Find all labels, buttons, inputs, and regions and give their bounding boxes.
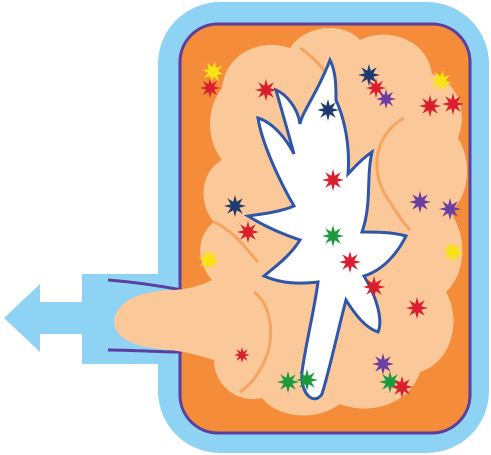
burst-particle-3 bbox=[255, 79, 277, 101]
burst-particle-9 bbox=[419, 95, 441, 117]
burst-particle-18 bbox=[339, 251, 361, 273]
burst-particle-22 bbox=[234, 347, 250, 363]
burst-particle-10 bbox=[442, 93, 464, 115]
burst-particle-23 bbox=[277, 371, 299, 393]
burst-particle-21 bbox=[406, 297, 428, 319]
burst-particle-16 bbox=[439, 198, 461, 220]
burst-particle-27 bbox=[391, 376, 413, 398]
burst-particle-14 bbox=[322, 225, 344, 247]
burst-particle-12 bbox=[224, 195, 246, 217]
burst-particle-2 bbox=[200, 78, 220, 98]
burst-particle-7 bbox=[317, 99, 339, 121]
burst-particle-15 bbox=[409, 191, 431, 213]
burst-particle-13 bbox=[237, 221, 259, 243]
burst-particle-6 bbox=[376, 89, 396, 109]
burst-particle-20 bbox=[363, 276, 385, 298]
burst-particle-25 bbox=[372, 353, 394, 375]
burst-particle-24 bbox=[296, 369, 318, 391]
burst-particle-11 bbox=[322, 169, 344, 191]
